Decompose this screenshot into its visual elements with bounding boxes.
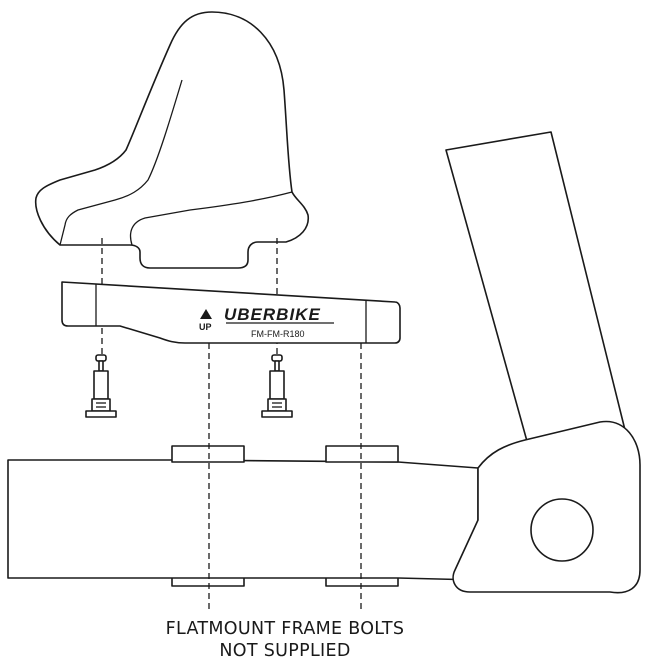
chainstay bbox=[7, 445, 479, 587]
caliper-bolt-right bbox=[261, 354, 293, 418]
caliper-bolt-left bbox=[85, 354, 117, 418]
up-label: UP bbox=[199, 322, 212, 332]
brand-logo-text: UBERBIKE bbox=[224, 305, 321, 324]
axle-hole bbox=[530, 498, 594, 562]
caption-line-1: FLATMOUNT FRAME BOLTS bbox=[165, 619, 405, 639]
caption-line-2: NOT SUPPLIED bbox=[219, 641, 351, 661]
flatmount-adapter: UP UBERBIKE FM-FM-R180 bbox=[61, 281, 401, 344]
brake-caliper bbox=[34, 11, 310, 269]
caption: FLATMOUNT FRAME BOLTS NOT SUPPLIED bbox=[0, 618, 570, 662]
adapter-model-number: FM-FM-R180 bbox=[251, 329, 305, 339]
seat-stay bbox=[445, 131, 626, 453]
upper-mount-boss-right bbox=[325, 445, 399, 463]
dropout bbox=[452, 420, 641, 594]
up-triangle-icon bbox=[200, 309, 212, 319]
upper-mount-boss-left bbox=[171, 445, 245, 463]
